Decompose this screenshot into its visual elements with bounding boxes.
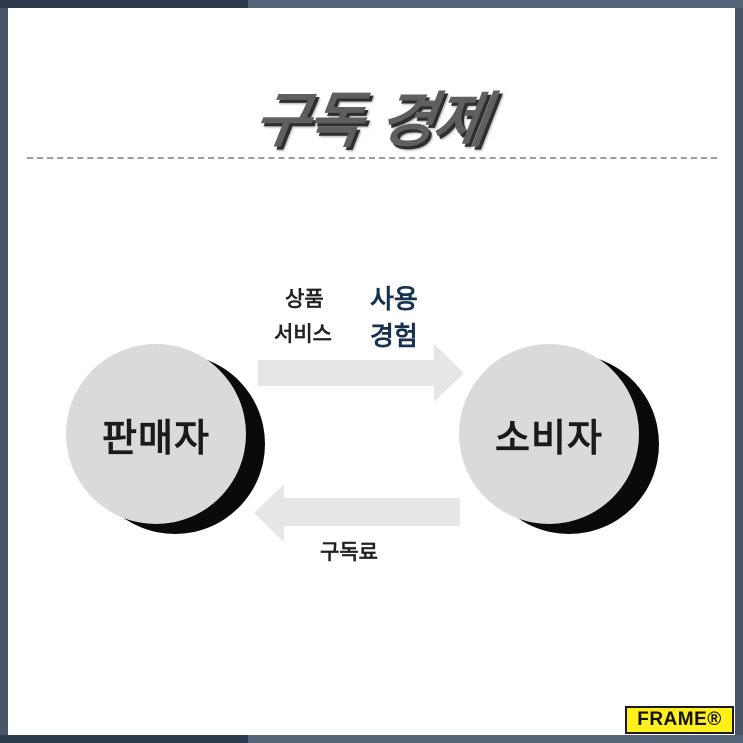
consumer-node: 소비자 (459, 344, 639, 524)
service-label: 서비스 (274, 322, 332, 346)
product-label: 상품 (285, 287, 324, 311)
title-divider (27, 157, 717, 159)
frame-top-bar (0, 0, 743, 8)
usage-label: 사용 (370, 285, 418, 315)
frame-brand-badge: FRAME® (625, 706, 734, 734)
consumer-label: 소비자 (495, 415, 603, 460)
page-title: 구독 경제 (249, 86, 492, 156)
right-arrow (258, 344, 464, 402)
seller-label: 판매자 (102, 415, 210, 460)
experience-label: 경험 (370, 322, 418, 352)
left-arrow (254, 484, 460, 542)
subscription-fee-label: 구독료 (320, 540, 378, 564)
frame-bottom-bar (0, 735, 743, 743)
seller-node: 판매자 (66, 344, 246, 524)
